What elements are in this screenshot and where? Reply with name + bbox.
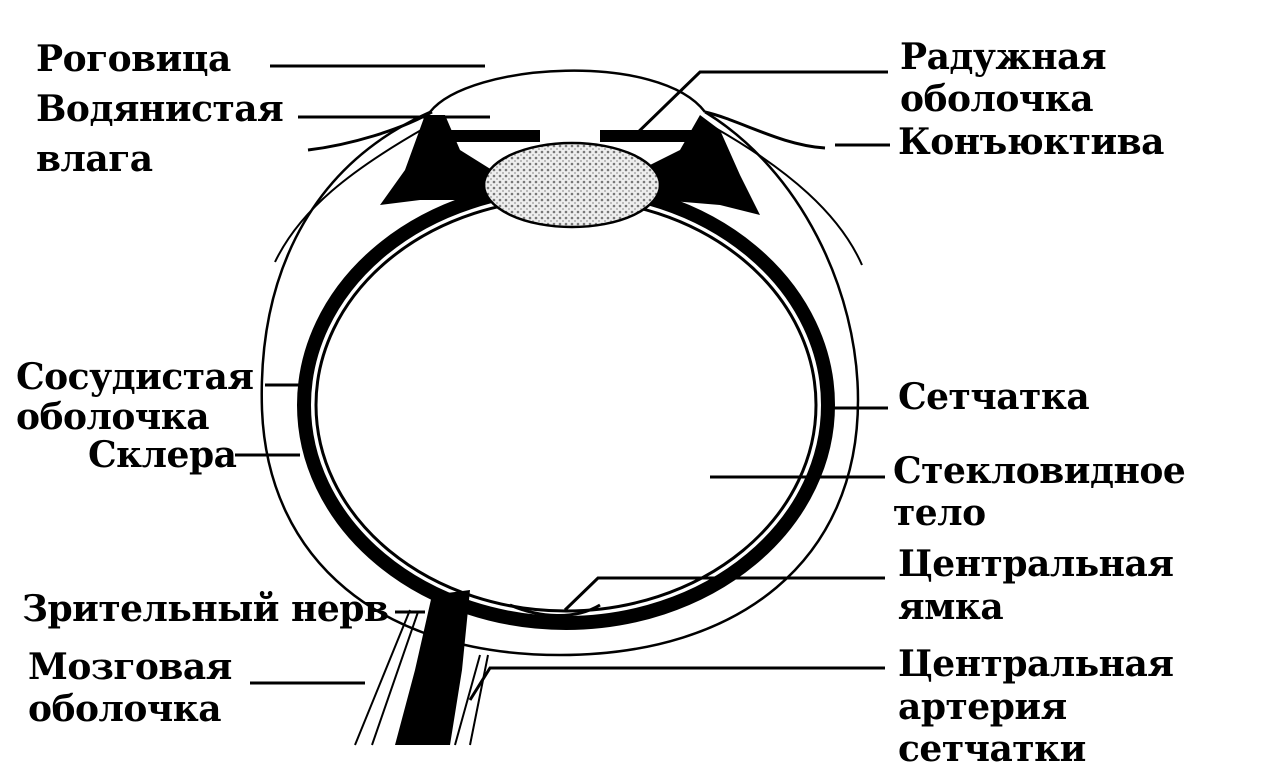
leader-lines [235, 64, 890, 701]
label-sclera: Склера [88, 434, 237, 476]
label-iris-2: оболочка [900, 78, 1094, 120]
label-aqueous-humor-1: Водянистая [36, 88, 284, 130]
label-retina: Сетчатка [898, 376, 1090, 418]
label-fovea-1: Центральная [898, 543, 1174, 585]
label-vitreous-body-1: Стекловидное [893, 450, 1186, 492]
label-meninges-2: оболочка [28, 688, 222, 730]
lens [482, 141, 662, 229]
ciliary-body-right [640, 115, 760, 215]
iris-left [445, 130, 540, 142]
label-choroid-2: оболочка [16, 396, 210, 438]
sclera-outline [260, 110, 860, 657]
label-central-artery-3: сетчатки [898, 728, 1086, 770]
label-cornea: Роговица [36, 38, 231, 80]
label-central-artery-1: Центральная [898, 643, 1174, 685]
eyelid-line-left [274, 124, 431, 263]
choroid-ring [297, 180, 835, 630]
label-vitreous-body-2: тело [893, 492, 986, 534]
conjunctiva-right [704, 110, 826, 150]
meninges-line-2 [371, 611, 419, 746]
label-meninges-1: Мозговая [28, 646, 232, 688]
label-fovea-2: ямка [898, 586, 1004, 628]
label-choroid-1: Сосудистая [16, 356, 254, 398]
retina-ring [314, 197, 818, 613]
label-conjunctiva: Конъюктива [898, 121, 1164, 163]
ciliary-body-left [380, 115, 500, 205]
label-optic-nerve: Зрительный нерв [22, 588, 389, 630]
label-iris-1: Радужная [900, 36, 1107, 78]
eyelid-line-right [709, 124, 863, 266]
meninges-line-3 [454, 654, 481, 746]
label-central-artery-2: артерия [898, 686, 1067, 728]
optic-nerve [395, 590, 470, 745]
iris-right [600, 130, 700, 142]
fovea [509, 603, 601, 617]
meninges-line-1 [354, 609, 411, 746]
label-aqueous-humor-2: влага [36, 138, 153, 180]
meninges-line-4 [469, 654, 489, 746]
